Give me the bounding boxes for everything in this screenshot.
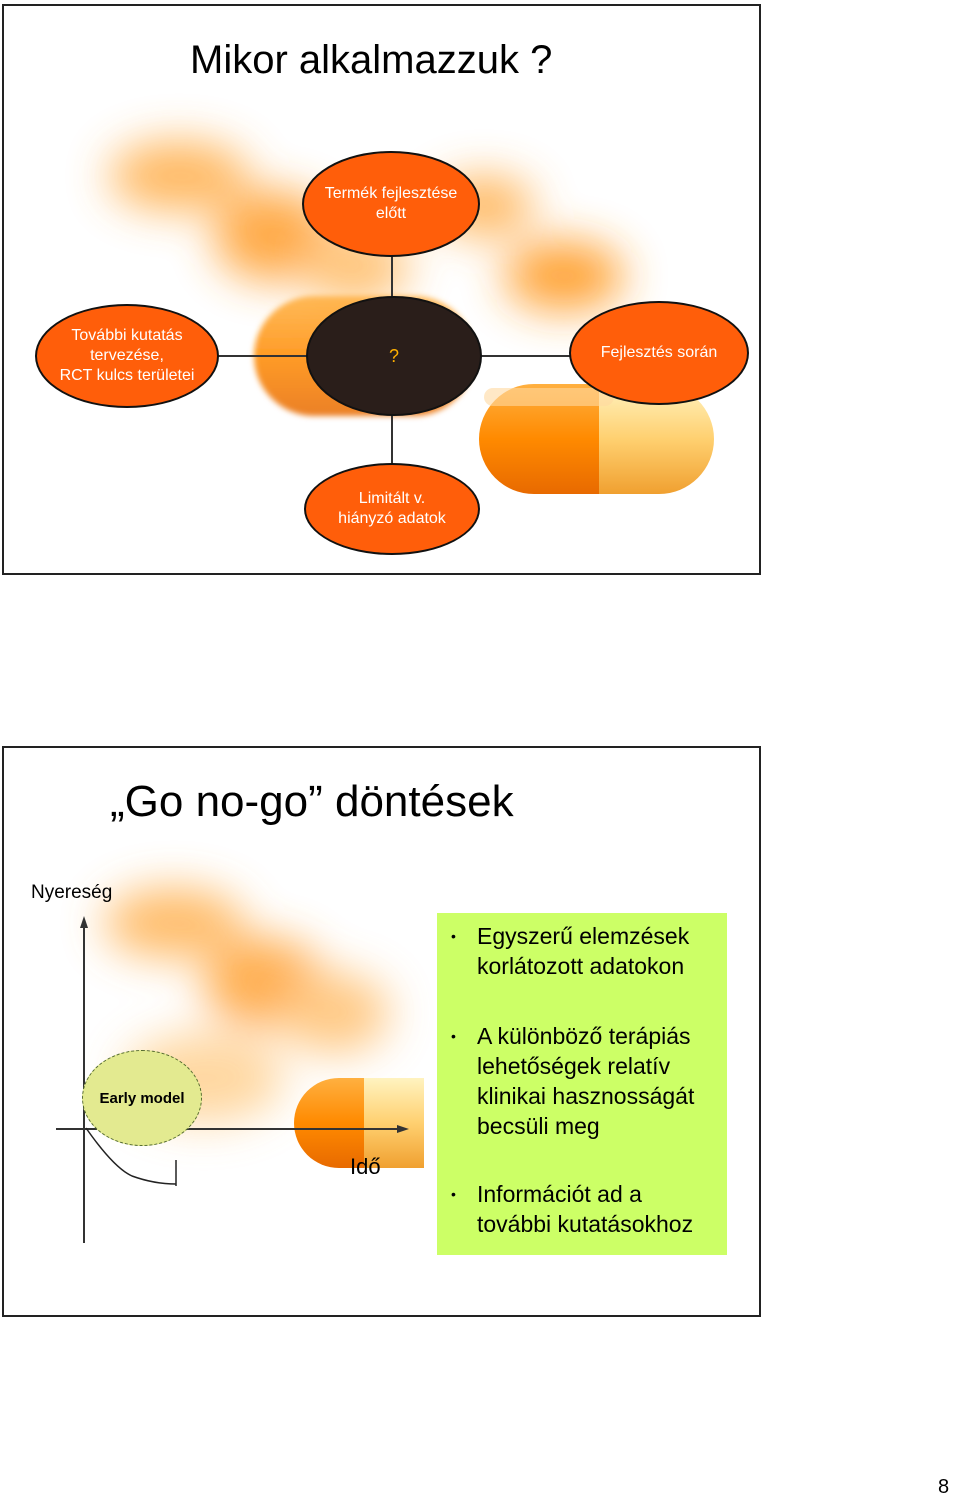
x-axis <box>56 1128 404 1130</box>
y-axis-arrow <box>80 916 88 928</box>
bubble-fejlesztes-soran: Fejlesztés során <box>569 301 749 405</box>
bubble-limitalt-adatok: Limitált v.hiányzó adatok <box>304 463 480 555</box>
capsule-background-image <box>104 888 424 1168</box>
chart-curve <box>80 916 409 1186</box>
slide-title: Mikor alkalmazzuk ? <box>190 38 553 82</box>
slide-title: „Go no-go” döntések <box>110 777 514 826</box>
center-bubble: ? <box>306 296 482 416</box>
page-number: 8 <box>938 1476 950 1498</box>
decision-curve <box>85 1127 177 1185</box>
y-axis-label: Nyereség <box>31 882 113 903</box>
slide-2: „Go no-go” döntések Nyereség Early model… <box>2 746 761 1317</box>
early-model-ellipse: Early model <box>82 1050 202 1146</box>
y-axis <box>83 921 85 1243</box>
x-axis-arrow <box>397 1125 409 1133</box>
x-axis-label: Idő <box>350 1154 381 1179</box>
slide-1: Mikor alkalmazzuk ? ? Termék fejlesztése… <box>2 4 761 575</box>
